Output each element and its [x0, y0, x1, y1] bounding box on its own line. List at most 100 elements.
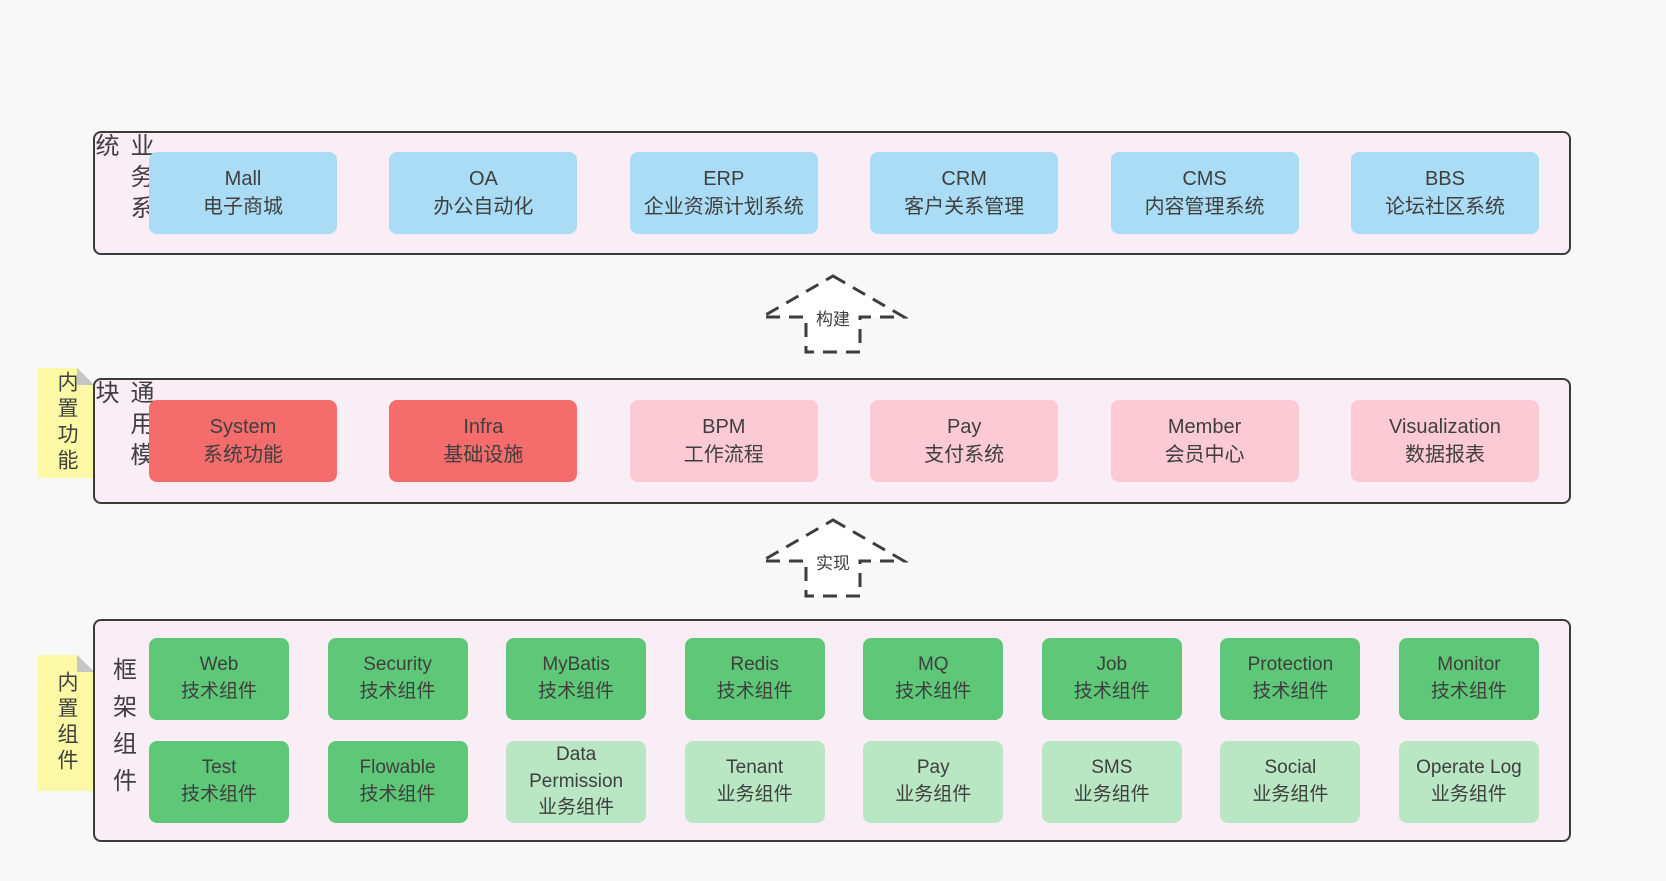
box-system: System 系统功能 [149, 400, 337, 482]
box-name: BBS [1424, 167, 1465, 190]
box-mybatis: MyBatis 技术组件 [506, 638, 647, 720]
box-name: Security [363, 654, 432, 676]
box-redis: Redis 技术组件 [684, 638, 825, 720]
box-subtitle: 论坛社区系统 [1384, 196, 1505, 218]
box-operate-log: Operate Log 业务组件 [1398, 741, 1539, 823]
box-subtitle: 基础设施 [443, 444, 524, 466]
box-subtitle: 技术组件 [895, 681, 972, 702]
box-subtitle: 业务组件 [1073, 784, 1150, 805]
box-visualization: Visualization 数据报表 [1350, 400, 1539, 482]
box-subtitle: 内容管理系统 [1144, 196, 1265, 218]
box-subtitle: 业务组件 [1252, 784, 1329, 805]
box-name: System [209, 415, 277, 438]
box-monitor: Monitor 技术组件 [1398, 638, 1539, 720]
box-subtitle: 技术组件 [716, 681, 793, 702]
box-subtitle: 系统功能 [203, 444, 283, 466]
box-subtitle: 技术组件 [180, 681, 257, 702]
box-subtitle: 技术组件 [359, 681, 436, 702]
sticky-note-builtin-features: 内置功能 [38, 368, 94, 478]
box-name: Social [1264, 757, 1317, 779]
box-name: Web [199, 654, 239, 676]
box-subtitle: 业务组件 [1430, 784, 1507, 805]
box-subtitle: 会员中心 [1164, 444, 1245, 466]
box-name: Job [1096, 654, 1128, 676]
box-name: Flowable [359, 757, 436, 779]
sticky-fold-icon [77, 368, 94, 385]
box-name: CRM [941, 167, 987, 190]
box-name: SMS [1091, 757, 1133, 779]
box-flowable: Flowable 技术组件 [327, 741, 468, 823]
build-arrow: 构建 [758, 273, 908, 355]
box-subtitle: 技术组件 [1252, 681, 1329, 702]
box-subtitle: 技术组件 [538, 681, 615, 702]
box-name: Redis [730, 654, 779, 676]
box-pay: Pay 业务组件 [863, 741, 1004, 823]
box-subtitle: 数据报表 [1404, 444, 1485, 466]
box-name: Pay [916, 757, 950, 779]
box-name: MQ [917, 654, 949, 676]
box-security: Security 技术组件 [327, 638, 468, 720]
box-name: Monitor [1437, 654, 1501, 676]
box-name: Tenant [726, 757, 784, 779]
sticky-note-builtin-components: 内置组件 [38, 655, 94, 791]
box-name: ERP [703, 167, 745, 190]
box-subtitle: 支付系统 [924, 444, 1005, 466]
arrow-label: 实现 [813, 549, 853, 574]
implement-arrow: 实现 [758, 517, 908, 599]
box-subtitle: 技术组件 [1073, 681, 1150, 702]
box-sms: SMS 业务组件 [1041, 741, 1182, 823]
box-name: Test [201, 757, 237, 779]
box-name: MyBatis [542, 654, 610, 676]
box-bpm: BPM 工作流程 [629, 400, 818, 482]
box-name: Pay [946, 415, 982, 438]
box-subtitle: 技术组件 [359, 784, 436, 805]
box-web: Web 技术组件 [149, 638, 289, 720]
box-pay: Pay 支付系统 [870, 400, 1059, 482]
box-subtitle: 电子商城 [203, 196, 283, 218]
box-subtitle: 技术组件 [1430, 681, 1507, 702]
box-subtitle: 工作流程 [683, 444, 764, 466]
box-name: Mall [224, 167, 262, 190]
sticky-label: 内置功能 [55, 371, 78, 475]
box-crm: CRM 客户关系管理 [870, 152, 1059, 234]
box-infra: Infra 基础设施 [389, 400, 578, 482]
box-name: Operate Log [1416, 757, 1522, 779]
box-name: Visualization [1388, 415, 1501, 438]
box-subtitle: 业务组件 [716, 784, 793, 805]
band-label: 通用模块 [91, 380, 153, 473]
box-protection: Protection 技术组件 [1220, 638, 1361, 720]
box-oa: OA 办公自动化 [389, 152, 578, 234]
box-name: Infra [463, 415, 504, 438]
box-subtitle: 业务组件 [895, 784, 972, 805]
box-subtitle: 办公自动化 [433, 196, 534, 218]
sticky-fold-icon [77, 655, 94, 672]
box-subtitle: 业务组件 [538, 797, 615, 819]
sticky-label: 内置组件 [55, 671, 78, 775]
box-data-permission: Data Permission 业务组件 [506, 741, 647, 823]
box-subtitle: 客户关系管理 [904, 196, 1025, 218]
band-label: 框架组件 [108, 656, 136, 805]
box-mall: Mall 电子商城 [149, 152, 337, 234]
box-name: OA [468, 167, 498, 190]
arrow-label: 构建 [813, 305, 853, 330]
box-name: Data Permission [529, 743, 624, 792]
box-name: Protection [1247, 654, 1334, 676]
box-mq: MQ 技术组件 [863, 638, 1004, 720]
box-social: Social 业务组件 [1220, 741, 1361, 823]
box-tenant: Tenant 业务组件 [684, 741, 825, 823]
box-name: BPM [702, 415, 746, 438]
